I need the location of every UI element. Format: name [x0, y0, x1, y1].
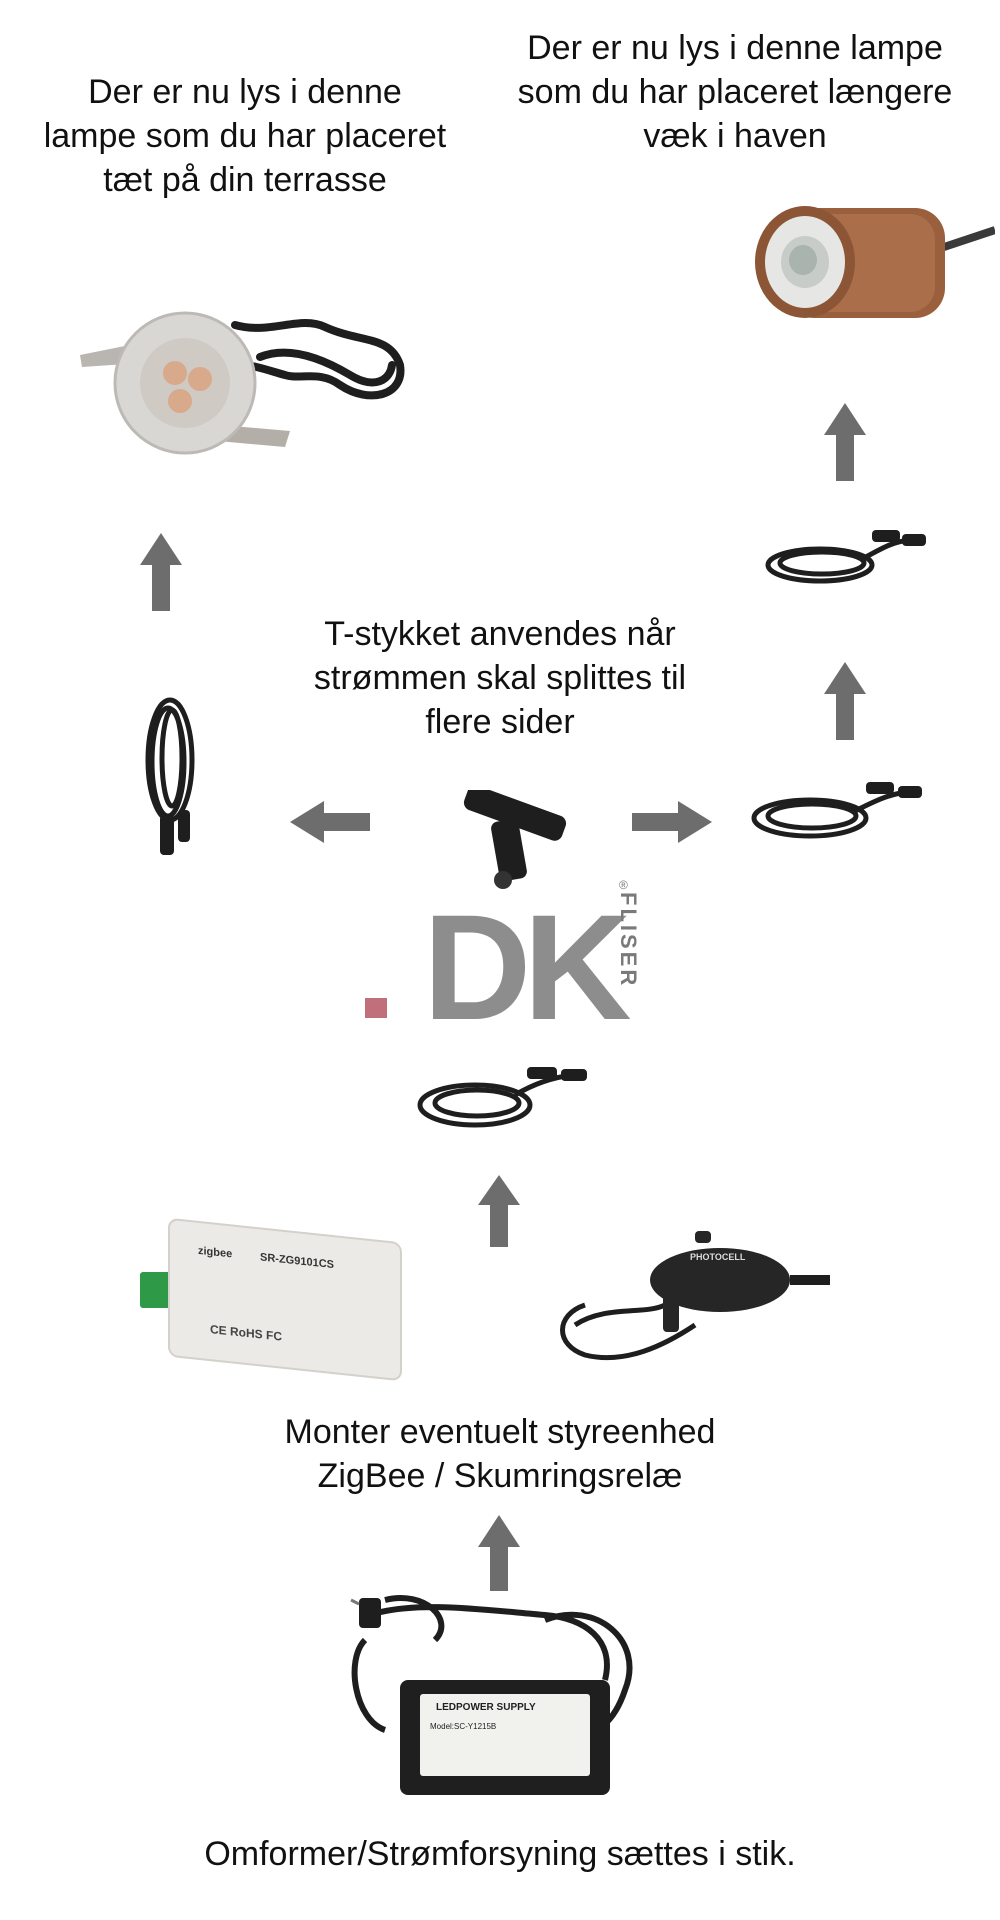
caption-control-unit: Monter eventuelt styreenhed ZigBee / Sku… — [284, 1413, 716, 1495]
power-supply-label: LEDPOWER SUPPLY Model:SC-Y1215B — [420, 1694, 590, 1776]
terminal-block — [140, 1272, 172, 1308]
caption-t-piece: T-stykket anvendes når strømmen skal spl… — [313, 615, 687, 741]
arrow-up-icon — [478, 1175, 520, 1247]
power-supply-image: LEDPOWER SUPPLY Model:SC-Y1215B — [345, 1580, 665, 1810]
watermark-registered: ® — [619, 878, 628, 892]
caption-power-supply: Omformer/Strømforsyning sættes i stik. — [204, 1835, 796, 1873]
photocell-image — [560, 1231, 830, 1361]
psu-model: Model:SC-Y1215B — [430, 1722, 497, 1731]
arrow-left-icon — [290, 801, 370, 843]
watermark-side-text: FLISER — [616, 892, 641, 989]
garden-lamp-image — [755, 206, 995, 318]
extension-cable-image — [765, 530, 926, 584]
zigbee-brand-label: zigbee — [198, 1244, 233, 1261]
arrow-up-icon — [140, 533, 182, 611]
caption-lamp-near: Der er nu lys i denne lampe som du har p… — [43, 73, 447, 199]
watermark-logo: DK FLISER ® — [365, 878, 641, 1042]
zigbee-model-label: SR-ZG9101CS — [260, 1251, 334, 1272]
power-supply-cables — [350, 1595, 633, 1736]
arrow-up-icon — [478, 1515, 520, 1591]
photocell-label: PHOTOCELL — [690, 1252, 746, 1262]
power-supply-box: LEDPOWER SUPPLY Model:SC-Y1215B — [400, 1680, 610, 1795]
zigbee-marks-label: CE RoHS FC — [210, 1322, 282, 1344]
arrow-up-icon — [824, 662, 866, 740]
psu-title: LEDPOWER SUPPLY — [436, 1702, 536, 1713]
watermark-letters: DK — [423, 883, 632, 1051]
arrow-right-icon — [632, 801, 712, 843]
zigbee-controller-image: zigbee SR-ZG9101CS CE RoHS FC — [140, 1217, 402, 1382]
recessed-spotlight-image — [80, 311, 405, 455]
extension-cable-image — [751, 782, 922, 839]
extension-cable-image — [145, 697, 195, 855]
arrow-up-icon — [824, 403, 866, 481]
controller-case: zigbee SR-ZG9101CS CE RoHS FC — [168, 1217, 402, 1382]
watermark-dot — [365, 998, 387, 1018]
t-piece-connector-image — [463, 790, 567, 889]
caption-lamp-far: Der er nu lys i denne lampe som du har p… — [517, 29, 953, 155]
extension-cable-image — [417, 1067, 587, 1128]
